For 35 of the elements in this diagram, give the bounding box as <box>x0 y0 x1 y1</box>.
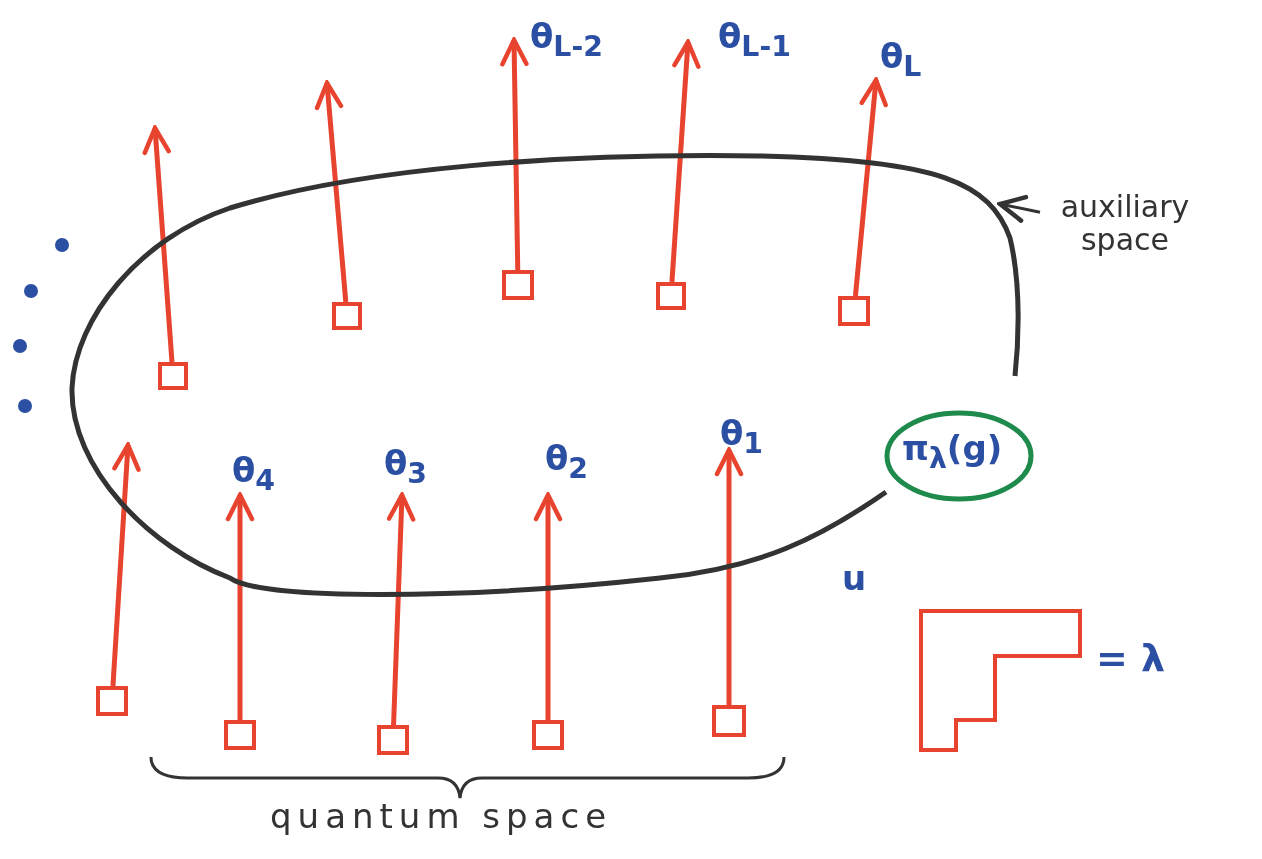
arrow <box>142 125 175 363</box>
site-square <box>502 270 534 300</box>
site-square <box>838 296 870 326</box>
edge-label: θ$_{L-2}$ <box>530 18 603 62</box>
site-square <box>332 302 362 330</box>
arrow <box>110 442 141 687</box>
site-square <box>377 725 409 755</box>
site-square <box>656 282 686 310</box>
edge-label: θ$_{3}$ <box>384 445 428 489</box>
ellipse-node <box>884 410 1034 502</box>
annotation-text: auxiliary space <box>1040 190 1210 256</box>
site-square <box>96 686 128 716</box>
arrow <box>225 492 255 720</box>
math-label: u <box>842 560 867 598</box>
site-square <box>158 362 188 390</box>
arrow <box>533 492 563 720</box>
edge-label: θ$_{L}$ <box>880 38 922 82</box>
equation-text: = λ <box>1096 638 1166 680</box>
site-square <box>712 705 746 737</box>
site-square <box>532 720 564 750</box>
arrow <box>386 492 416 726</box>
edge-label: θ$_{2}$ <box>545 440 589 484</box>
young-diagram <box>918 608 1084 754</box>
edge-label: θ$_{4}$ <box>232 452 276 496</box>
arrow <box>714 447 744 705</box>
annotation-text: quantum space <box>270 798 613 836</box>
edge-label: θ$_{1}$ <box>720 415 764 459</box>
arrow <box>669 39 701 283</box>
leader-arrow <box>997 194 1041 223</box>
arrow <box>852 77 888 297</box>
site-square <box>224 720 256 750</box>
arrow <box>314 80 349 303</box>
edge-label: θ$_{L-1}$ <box>718 18 791 62</box>
representation-label: π$_{λ}$(g) <box>902 430 1003 474</box>
arrow <box>500 37 529 271</box>
